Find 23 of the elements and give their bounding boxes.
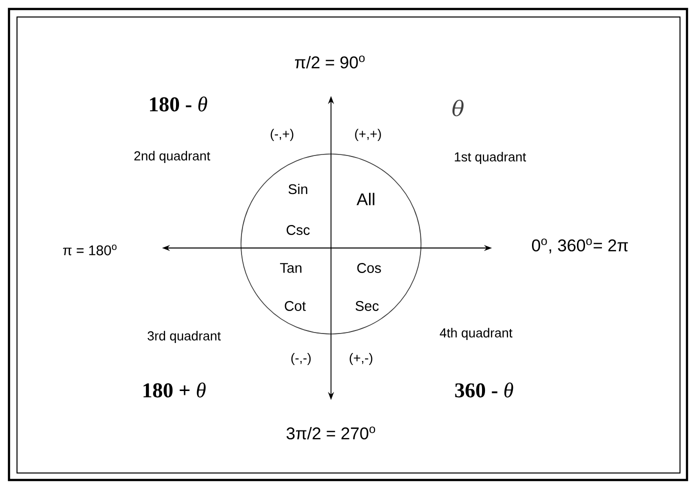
sign-label: (+,-) bbox=[350, 352, 372, 366]
sign-label: (-,+) bbox=[270, 128, 294, 142]
function-label: Sin bbox=[288, 184, 308, 194]
quadrant-formula: 180 + θ bbox=[144, 382, 206, 398]
function-label: Cot bbox=[284, 301, 306, 311]
function-label: Csc bbox=[286, 225, 310, 235]
quadrant-label: 2nd quadrant bbox=[134, 150, 210, 164]
function-label: Sec bbox=[356, 301, 379, 311]
function-label: Tan bbox=[280, 263, 302, 273]
quadrant-formula: 180 - θ bbox=[150, 96, 208, 112]
quadrant-label: 3rd quadrant bbox=[148, 330, 221, 344]
angle-label: π = 180$^{o}$ bbox=[63, 244, 117, 256]
angle-label: 3π/2 = 270$^{o}$ bbox=[286, 426, 376, 440]
quadrant-formula: θ bbox=[452, 100, 464, 116]
angle-label: 0$^{o}$, 360$^{o}$= 2π bbox=[532, 238, 628, 254]
angle-label: π/2 = 90$^{o}$ bbox=[295, 56, 365, 68]
sign-label: (+,+) bbox=[355, 128, 381, 142]
sign-label: (-,-) bbox=[291, 352, 311, 366]
quadrant-formula: 360 - θ bbox=[455, 382, 514, 398]
function-label: All bbox=[356, 192, 374, 206]
quadrant-label: 1st quadrant bbox=[454, 152, 526, 164]
quadrant-label: 4th quadrant bbox=[440, 328, 512, 340]
function-label: Cos bbox=[357, 263, 381, 273]
